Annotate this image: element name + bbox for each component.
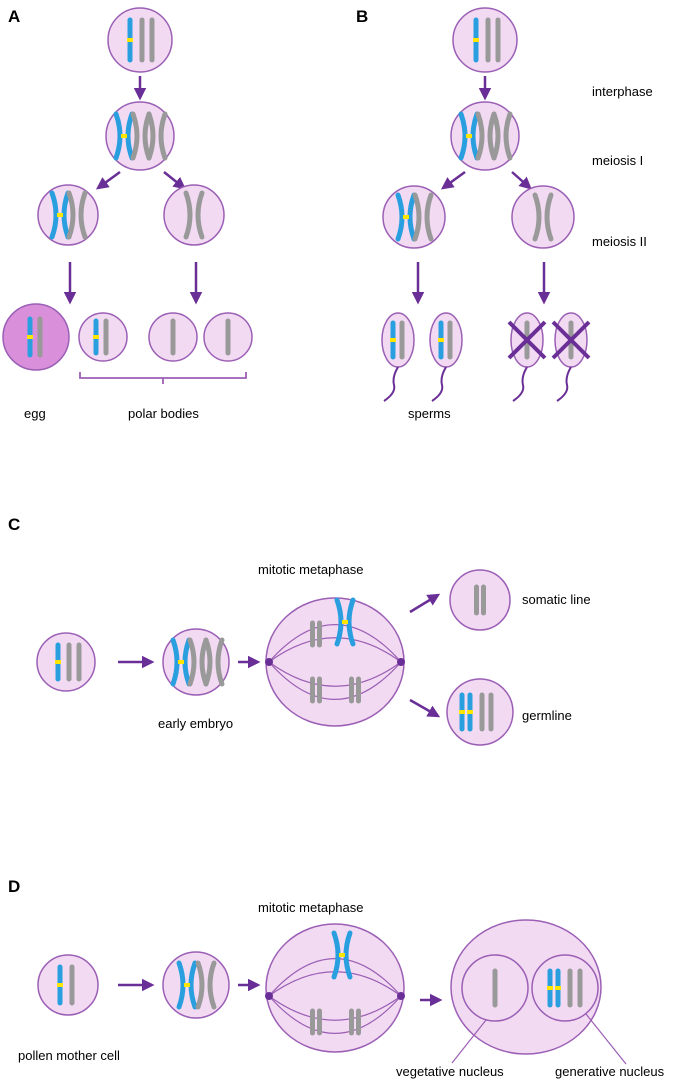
cell <box>511 185 575 249</box>
x-chromosome <box>412 192 434 242</box>
centromere <box>93 335 99 339</box>
centromere <box>178 660 184 664</box>
arrow <box>409 593 441 614</box>
cell <box>105 101 175 171</box>
spindle-fiber <box>268 661 402 700</box>
spindle-pole <box>397 992 405 1000</box>
label-early-embryo: early embryo <box>158 716 233 731</box>
label-germline: germline <box>522 708 572 723</box>
x-chromosome <box>203 637 225 687</box>
panel-label-d: D <box>8 877 20 896</box>
panel-label-b: B <box>356 7 368 26</box>
centromere <box>57 983 63 987</box>
centromere <box>459 710 465 714</box>
centromere <box>390 338 396 342</box>
x-chromosome <box>532 192 554 242</box>
spindle-fiber <box>268 995 402 1034</box>
cell <box>449 569 511 631</box>
label-egg: egg <box>24 406 46 421</box>
centromere <box>547 986 553 990</box>
centromere <box>403 215 409 219</box>
x-chromosome <box>491 111 513 161</box>
centromere <box>555 986 561 990</box>
label-mitotic-metaphase-c: mitotic metaphase <box>258 562 364 577</box>
x-chromosome <box>334 597 356 647</box>
centromere <box>57 213 63 217</box>
cross-mark <box>507 320 547 360</box>
x-chromosome <box>113 111 135 161</box>
cell <box>531 954 599 1022</box>
centromere <box>127 38 133 42</box>
polar-bodies-bracket <box>79 372 247 384</box>
sperm-tail <box>512 366 528 402</box>
label-polar-bodies: polar bodies <box>128 406 199 421</box>
cross-mark <box>551 320 591 360</box>
label-pollen-mother-cell: pollen mother cell <box>18 1048 120 1063</box>
leader-line <box>585 1013 627 1065</box>
label-vegetative-nucleus: vegetative nucleus <box>396 1064 504 1079</box>
label-meiosis-1: meiosis I <box>592 153 643 168</box>
cell <box>452 7 518 73</box>
centromere <box>473 38 479 42</box>
centromere <box>438 338 444 342</box>
label-sperms: sperms <box>408 406 451 421</box>
x-chromosome <box>183 190 205 240</box>
cell <box>429 312 463 368</box>
label-somatic-line: somatic line <box>522 592 591 607</box>
x-chromosome <box>195 960 217 1010</box>
centromere <box>339 953 345 957</box>
x-chromosome <box>66 190 88 240</box>
cell <box>37 954 99 1016</box>
centromere <box>467 710 473 714</box>
spindle-fiber <box>268 661 402 687</box>
x-chromosome <box>176 960 198 1010</box>
x-chromosome <box>146 111 168 161</box>
label-meiosis-2: meiosis II <box>592 234 647 249</box>
cell <box>265 597 405 727</box>
sperm-tail <box>431 366 447 402</box>
panel-label-c: C <box>8 515 20 534</box>
x-chromosome <box>170 637 192 687</box>
arrow <box>440 170 466 190</box>
centromere <box>55 660 61 664</box>
arrow <box>95 170 121 190</box>
diagram-artwork <box>2 7 627 1065</box>
x-chromosome <box>458 111 480 161</box>
spindle-fiber <box>268 958 402 997</box>
cell <box>450 101 520 171</box>
cell <box>265 923 405 1053</box>
spindle-pole <box>265 992 273 1000</box>
centromere <box>27 335 33 339</box>
centromere <box>184 983 190 987</box>
spindle-pole <box>397 658 405 666</box>
arrow <box>163 171 186 190</box>
arrow <box>511 171 532 190</box>
leader-line <box>451 1019 487 1064</box>
cell <box>36 632 96 692</box>
centromere <box>121 134 127 138</box>
spindle-fiber <box>268 637 402 663</box>
cell <box>2 303 70 371</box>
centromere <box>342 620 348 624</box>
panel-label-a: A <box>8 7 20 26</box>
spindle-pole <box>265 658 273 666</box>
label-generative-nucleus: generative nucleus <box>555 1064 665 1079</box>
spindle-fiber <box>268 624 402 663</box>
x-chromosome <box>331 930 353 980</box>
spindle-fiber <box>268 995 402 1021</box>
cell <box>78 312 128 362</box>
centromere <box>466 134 472 138</box>
label-interphase: interphase <box>592 84 653 99</box>
sperm-tail <box>556 366 572 402</box>
cell <box>163 184 225 246</box>
sperm-tail <box>383 366 399 402</box>
x-chromosome <box>395 192 417 242</box>
label-mitotic-metaphase-d: mitotic metaphase <box>258 900 364 915</box>
x-chromosome <box>49 190 71 240</box>
arrow <box>409 698 441 718</box>
cell <box>381 312 415 368</box>
